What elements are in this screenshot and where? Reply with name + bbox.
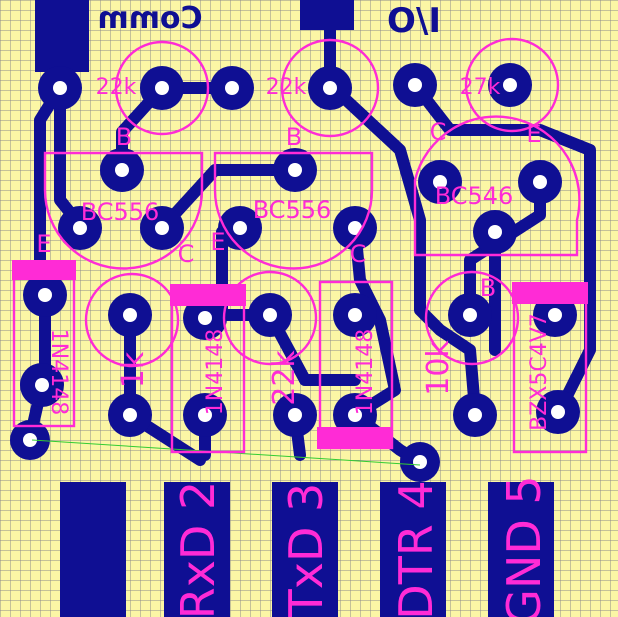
d3-label: 1N4148 <box>353 329 378 415</box>
r2-value: 22k <box>266 75 307 100</box>
q2-c: C <box>350 240 367 268</box>
q2-e: E <box>210 228 225 256</box>
q2-part: BC556 <box>253 196 332 224</box>
q3-e: E <box>526 120 541 148</box>
pin-txd-label: TxD 3 <box>279 483 333 617</box>
diode-band <box>12 260 76 280</box>
q3-b: B <box>480 274 496 302</box>
io-label: I/O <box>387 1 441 41</box>
d1-label: 1N4148 <box>46 329 71 415</box>
silkscreen <box>12 37 588 454</box>
q1-part: BC556 <box>81 198 160 226</box>
diode-band <box>317 427 393 449</box>
r6-value: 10k <box>421 340 456 396</box>
pin-gnd-label: GND 5 <box>497 475 551 617</box>
comm-label: Comm <box>97 1 202 36</box>
q3-c: C <box>430 118 447 146</box>
q1-c: C <box>178 240 195 268</box>
r5-value: 22k <box>267 350 302 406</box>
r3-value: 27k <box>460 75 501 100</box>
r4-value: 1k <box>116 351 151 388</box>
round-pads <box>10 63 580 482</box>
q1-e: E <box>36 230 51 258</box>
copper-pads <box>10 63 580 617</box>
pin-dtr-label: DTR 4 <box>389 480 443 617</box>
r1-value: 22k <box>96 75 137 100</box>
diode-band <box>512 282 588 304</box>
connector-pads <box>60 482 554 617</box>
diode-band <box>170 284 246 306</box>
d2-label: 1N4148 <box>203 329 228 415</box>
z1-label: BZX5C4V7 <box>527 313 552 431</box>
q3-part: BC546 <box>435 182 514 210</box>
q2-b: B <box>286 123 302 151</box>
pin-rxd-label: RxD 2 <box>171 481 225 617</box>
q1-b: B <box>116 123 132 151</box>
